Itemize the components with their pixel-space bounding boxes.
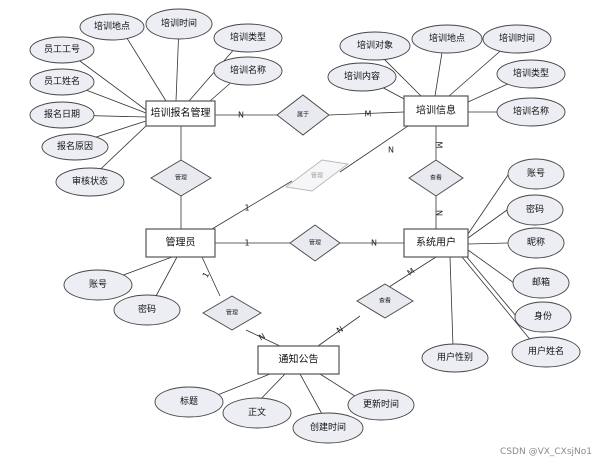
entity-admin-label: 管理员 — [166, 236, 196, 249]
attr-notice-title-label: 标题 — [180, 395, 198, 407]
relationship-view-notice[interactable]: 查看 — [356, 283, 414, 319]
relationship-manage-user-label: 管理 — [309, 239, 321, 247]
relationship-manage-signup-label: 管理 — [175, 174, 187, 182]
entity-notice-label: 通知公告 — [279, 353, 319, 366]
attr-user-identity[interactable]: 身份 — [514, 301, 572, 333]
attr-notice-body[interactable]: 正文 — [222, 397, 292, 429]
attr-info-location-label: 培训地点 — [429, 32, 465, 44]
relationship-belongs[interactable]: 属于 — [276, 94, 330, 136]
attr-notice-created-label: 创建时间 — [310, 421, 346, 433]
relationship-view-info[interactable]: 查看 — [408, 159, 464, 197]
attr-signup-date[interactable]: 报名日期 — [29, 101, 95, 129]
attr-admin-password-label: 密码 — [138, 303, 156, 315]
cardinality-labels: N M M N 1 N 1 N 1 N M N — [201, 110, 444, 343]
attr-info-target[interactable]: 培训对象 — [339, 31, 411, 61]
attr-info-location[interactable]: 培训地点 — [411, 24, 483, 54]
attr-signup-reason[interactable]: 报名原因 — [41, 133, 109, 161]
attr-signup-emp-name-label: 员工姓名 — [44, 75, 80, 87]
attr-info-name-label: 培训名称 — [513, 105, 549, 117]
attr-signup-location-label: 培训地点 — [94, 20, 130, 32]
card-notice-admin: N — [257, 332, 267, 343]
attr-user-identity-label: 身份 — [534, 310, 552, 322]
relationship-manage-notice[interactable]: 管理 — [202, 295, 262, 331]
attr-signup-time-label: 培训时间 — [161, 17, 197, 29]
card-info-admin: N — [388, 146, 394, 155]
attr-user-gender[interactable]: 用户性别 — [421, 343, 489, 373]
attr-signup-audit-status[interactable]: 审核状态 — [55, 167, 125, 197]
attr-info-time[interactable]: 培训时间 — [482, 24, 552, 54]
attr-signup-reason-label: 报名原因 — [57, 140, 93, 152]
relationship-manage-info-label: 管理 — [311, 172, 323, 180]
attr-user-account[interactable]: 账号 — [507, 158, 565, 190]
attr-admin-password[interactable]: 密码 — [113, 294, 181, 326]
card-admin-notice: 1 — [201, 271, 211, 280]
attr-user-password-label: 密码 — [526, 203, 544, 215]
entity-training-info-label: 培训信息 — [416, 104, 456, 117]
entity-training-signup-label: 培训报名管理 — [151, 106, 211, 119]
attr-info-type-label: 培训类型 — [513, 67, 549, 79]
entity-training-signup[interactable]: 培训报名管理 — [145, 100, 216, 127]
watermark-text: CSDN @VX_CXsjNo1 — [500, 447, 592, 457]
attr-user-nickname[interactable]: 昵称 — [507, 227, 565, 259]
attr-signup-name-label: 培训名称 — [230, 64, 266, 76]
relationship-view-notice-label: 查看 — [379, 297, 391, 305]
relationship-manage-notice-label: 管理 — [226, 309, 238, 317]
attr-user-username[interactable]: 用户姓名 — [511, 336, 581, 368]
attr-signup-audit-status-label: 审核状态 — [72, 175, 108, 187]
attr-user-gender-label: 用户性别 — [437, 351, 473, 363]
attr-notice-body-label: 正文 — [248, 406, 266, 418]
card-info-view: M — [435, 142, 444, 149]
card-info-belongs: M — [365, 110, 372, 119]
card-notice-user: N — [335, 325, 345, 336]
relationship-manage-user[interactable]: 管理 — [289, 224, 341, 262]
entity-admin[interactable]: 管理员 — [145, 228, 216, 258]
attr-admin-account-label: 账号 — [89, 279, 107, 290]
attr-notice-created[interactable]: 创建时间 — [292, 412, 364, 444]
relationship-view-info-label: 查看 — [430, 174, 442, 182]
attr-user-email[interactable]: 邮箱 — [512, 267, 570, 299]
attr-user-username-label: 用户姓名 — [528, 345, 564, 357]
attr-signup-type[interactable]: 培训类型 — [213, 23, 283, 53]
attr-info-target-label: 培训对象 — [357, 39, 393, 51]
card-user-admin: N — [371, 239, 377, 248]
attr-notice-updated[interactable]: 更新时间 — [347, 389, 415, 421]
attr-signup-emp-no[interactable]: 员工工号 — [29, 36, 95, 64]
attr-user-password[interactable]: 密码 — [506, 194, 564, 226]
attr-info-name[interactable]: 培训名称 — [496, 97, 566, 127]
card-admin-info: 1 — [244, 204, 249, 213]
card-user-notice: M — [406, 266, 417, 277]
entity-system-user-label: 系统用户 — [416, 236, 456, 249]
attr-info-type[interactable]: 培训类型 — [496, 59, 566, 89]
attr-signup-name[interactable]: 培训名称 — [213, 56, 283, 86]
relationship-manage-signup[interactable]: 管理 — [150, 159, 212, 197]
card-admin-user: 1 — [244, 239, 249, 248]
attr-user-email-label: 邮箱 — [532, 276, 550, 288]
attr-admin-account[interactable]: 账号 — [63, 269, 133, 301]
attr-signup-location[interactable]: 培训地点 — [79, 13, 145, 41]
attr-notice-title[interactable]: 标题 — [154, 386, 224, 418]
attr-user-account-label: 账号 — [527, 168, 545, 179]
card-user-view: N — [435, 210, 444, 216]
entity-system-user[interactable]: 系统用户 — [403, 228, 469, 258]
attr-notice-updated-label: 更新时间 — [363, 398, 399, 410]
relationship-belongs-label: 属于 — [297, 112, 309, 119]
attr-info-content-label: 培训内容 — [344, 70, 380, 82]
attr-signup-time[interactable]: 培训时间 — [145, 8, 213, 40]
attr-info-time-label: 培训时间 — [499, 32, 535, 44]
attr-info-content[interactable]: 培训内容 — [327, 62, 397, 92]
attr-signup-emp-name[interactable]: 员工姓名 — [29, 68, 95, 96]
card-signup-belongs: N — [238, 111, 244, 120]
relationship-manage-info[interactable]: 管理 — [284, 159, 350, 192]
attr-signup-type-label: 培训类型 — [230, 31, 266, 43]
attr-signup-emp-no-label: 员工工号 — [44, 44, 80, 55]
entity-notice[interactable]: 通知公告 — [257, 345, 340, 375]
entity-training-info[interactable]: 培训信息 — [403, 95, 469, 127]
attr-user-nickname-label: 昵称 — [527, 236, 545, 248]
attr-signup-date-label: 报名日期 — [44, 108, 80, 120]
